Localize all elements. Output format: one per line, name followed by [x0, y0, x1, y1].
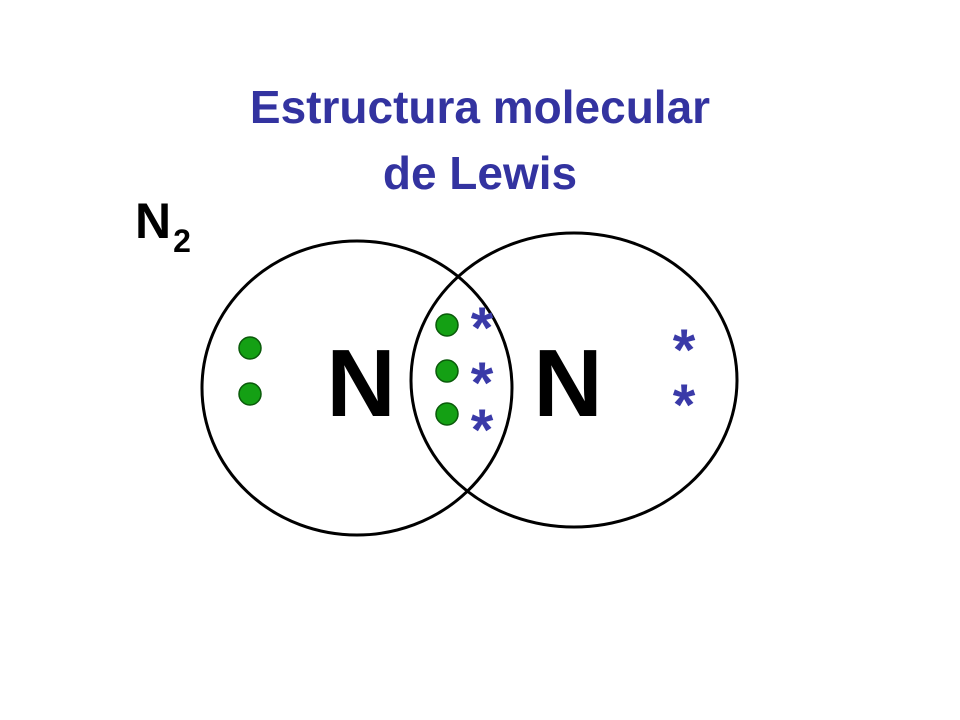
electron-star: * — [471, 351, 494, 416]
title-line-1: Estructura molecular — [249, 81, 711, 133]
left-atom-shell — [200, 239, 514, 537]
electron-dot — [435, 359, 459, 383]
electron-star: * — [471, 398, 494, 463]
title-line-2: de Lewis — [382, 147, 578, 199]
formula-symbol: N — [135, 193, 172, 249]
left-atom-symbol: N — [326, 330, 395, 437]
electron-dot — [238, 382, 262, 406]
formula-subscript: 2 — [173, 223, 191, 259]
right-atom-shell — [409, 231, 739, 529]
electron-dot — [435, 402, 459, 426]
molecule-formula: N2 — [135, 193, 191, 257]
electron-star: * — [673, 318, 696, 383]
electron-dot — [435, 313, 459, 337]
electron-star: * — [673, 373, 696, 438]
electron-star: * — [471, 296, 494, 361]
electron-dot — [238, 336, 262, 360]
right-atom-symbol: N — [533, 330, 602, 437]
